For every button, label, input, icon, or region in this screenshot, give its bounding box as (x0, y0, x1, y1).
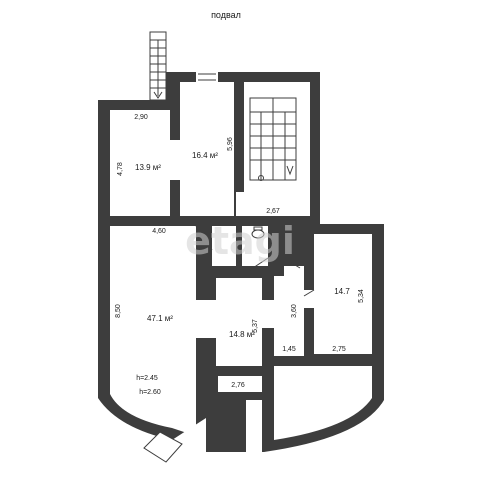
dim-hall-width: 2,67 (266, 208, 280, 215)
dim-nw-height: 4,78 (117, 162, 124, 176)
bay-window (143, 431, 183, 463)
door-nw (170, 140, 180, 180)
stair-hall-floor (236, 192, 310, 216)
small-room-floor (274, 276, 304, 356)
wc-floor (212, 226, 236, 266)
dim-e-width: 2,75 (332, 346, 346, 353)
window-north (196, 72, 218, 82)
dim-n-height: 5,96 (227, 137, 234, 151)
ceiling-height-1: h=2.45 (136, 375, 158, 382)
dim-small-height: 3,60 (291, 304, 298, 318)
wc-fixture (251, 226, 265, 239)
room-n-floor (180, 82, 234, 216)
dim-mid-height: 5,37 (252, 319, 259, 333)
area-label-n: 16.4 м² (192, 151, 218, 160)
room-se-floor (274, 366, 372, 440)
dim-nw-width: 2,90 (134, 114, 148, 121)
door-hall (236, 196, 244, 216)
door-swing-lines (195, 225, 315, 297)
area-label-e: 14.7 (334, 287, 350, 296)
dim-small-width: 1,45 (282, 346, 296, 353)
room-mid-floor (216, 278, 262, 366)
ceiling-height-2: h=2.60 (139, 389, 161, 396)
area-label-mid: 14.8 м² (229, 330, 255, 339)
door-mid (196, 300, 216, 338)
room-nw-floor (110, 110, 170, 216)
floor-title: подвал (211, 10, 241, 20)
area-label-big: 47.1 м² (147, 314, 173, 323)
stair-floor (244, 82, 310, 192)
room-e-floor (314, 234, 372, 354)
exterior-stair (149, 31, 167, 101)
watermark-logo: etagi (185, 219, 295, 263)
area-label-nw: 13.9 м² (135, 163, 161, 172)
interior-stair (249, 97, 297, 181)
dim-big-width: 4,60 (152, 228, 166, 235)
dim-mid-width: 2,76 (231, 382, 245, 389)
small-room-hall (284, 266, 304, 278)
door-small (262, 300, 274, 328)
door-east (304, 290, 314, 308)
corridor-floor (218, 376, 262, 392)
dim-e-height: 5,34 (358, 289, 365, 303)
dim-big-height: 8,50 (115, 304, 122, 318)
room-big-floor (110, 226, 204, 436)
